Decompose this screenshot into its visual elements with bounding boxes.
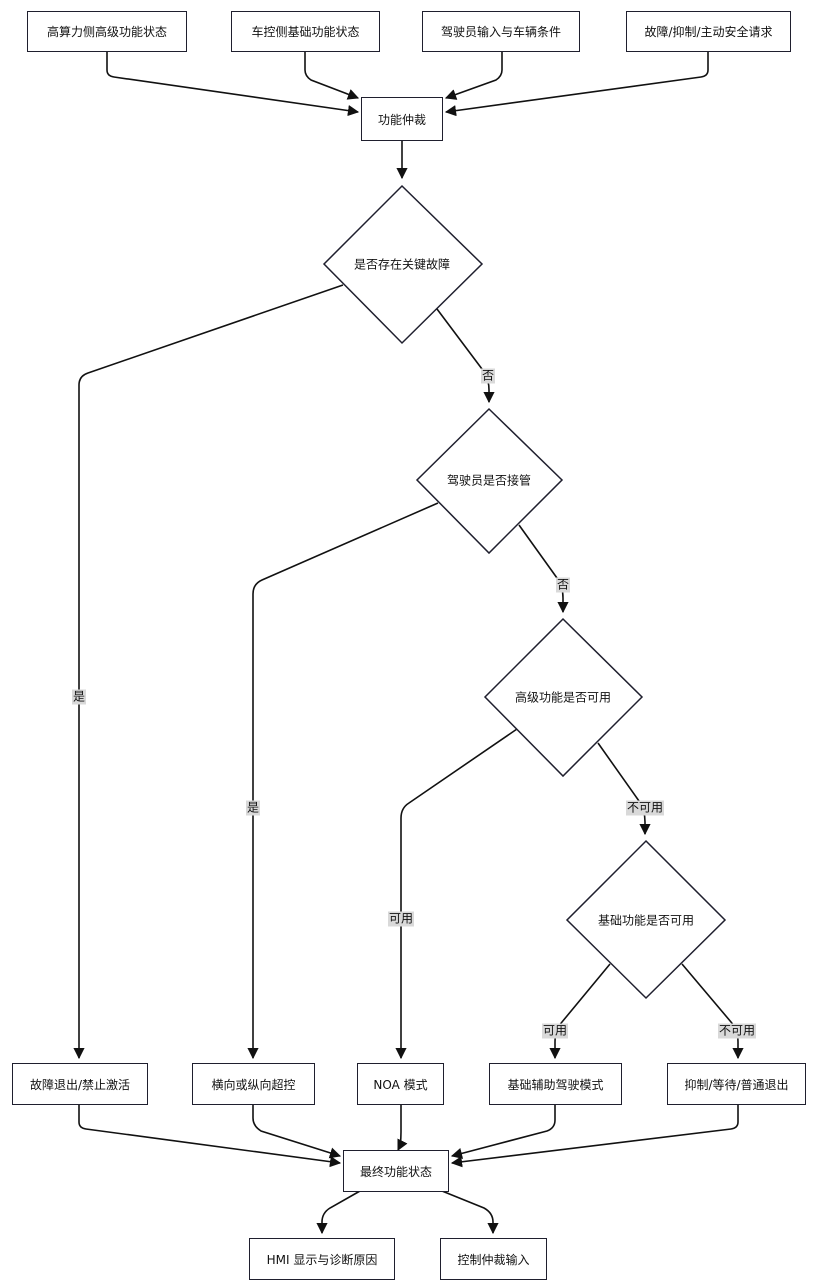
edge-d1-yes bbox=[73, 284, 344, 1060]
input-fault-suppress-safety[interactable]: 故障/抑制/主动安全请求 bbox=[626, 11, 791, 52]
edge-driver-to-arbitration bbox=[444, 52, 503, 100]
decision-advanced-available-label: 高级功能是否可用 bbox=[514, 690, 612, 705]
edge-label-no-critical-fault: 否 bbox=[480, 368, 496, 384]
outcome-fault-exit-label: 故障退出/禁止激活 bbox=[29, 1077, 131, 1092]
edge-d3-unavailable bbox=[597, 742, 651, 836]
edge-suppress-to-final bbox=[450, 1105, 739, 1168]
decision-driver-takeover-label: 驾驶员是否接管 bbox=[446, 473, 532, 488]
outcome-suppress-exit[interactable]: 抑制/等待/普通退出 bbox=[667, 1063, 806, 1105]
output-hmi-diagnosis[interactable]: HMI 显示与诊断原因 bbox=[249, 1238, 395, 1280]
decision-diamond-critical-fault bbox=[322, 184, 484, 345]
edge-d4-available bbox=[549, 963, 611, 1060]
outcome-noa-mode-label: NOA 模式 bbox=[373, 1077, 428, 1092]
input-hpc-advanced-status[interactable]: 高算力侧高级功能状态 bbox=[27, 11, 187, 52]
edge-d2-no bbox=[518, 524, 569, 614]
input-vcu-basic-status[interactable]: 车控侧基础功能状态 bbox=[231, 11, 380, 52]
output-control-arbitration-input[interactable]: 控制仲裁输入 bbox=[440, 1238, 547, 1280]
edge-basic-to-final bbox=[450, 1105, 556, 1159]
edge-fault-to-arbitration bbox=[444, 52, 709, 117]
edge-final-to-control bbox=[441, 1190, 499, 1235]
function-arbitration-box[interactable]: 功能仲裁 bbox=[361, 97, 443, 141]
final-function-state-box[interactable]: 最终功能状态 bbox=[343, 1150, 449, 1192]
input-fault-suppress-safety-label: 故障/抑制/主动安全请求 bbox=[644, 25, 773, 39]
edge-label-no-takeover: 否 bbox=[555, 577, 571, 593]
input-driver-vehicle-conditions-label: 驾驶员输入与车辆条件 bbox=[440, 25, 561, 39]
decision-diamond-basic-available bbox=[565, 839, 727, 1000]
decision-diamond-driver-takeover bbox=[415, 407, 564, 555]
outcome-basic-assist-label: 基础辅助驾驶模式 bbox=[507, 1077, 604, 1092]
outcome-suppress-exit-label: 抑制/等待/普通退出 bbox=[684, 1077, 789, 1092]
outcome-noa-mode[interactable]: NOA 模式 bbox=[357, 1063, 444, 1105]
edge-final-to-hmi bbox=[316, 1190, 361, 1235]
decision-diamond-advanced-available bbox=[483, 617, 644, 778]
edge-override-to-final bbox=[252, 1105, 342, 1159]
outcome-override[interactable]: 横向或纵向超控 bbox=[192, 1063, 315, 1105]
decision-critical-fault-label: 是否存在关键故障 bbox=[353, 257, 451, 272]
output-hmi-diagnosis-label: HMI 显示与诊断原因 bbox=[266, 1252, 378, 1267]
outcome-basic-assist[interactable]: 基础辅助驾驶模式 bbox=[489, 1063, 622, 1105]
edge-hpc-to-arbitration bbox=[106, 52, 360, 117]
input-vcu-basic-status-label: 车控侧基础功能状态 bbox=[251, 25, 360, 39]
output-control-arbitration-input-label: 控制仲裁输入 bbox=[457, 1252, 530, 1267]
edge-d1-no bbox=[436, 308, 495, 404]
edge-label-basic-available: 可用 bbox=[541, 1023, 569, 1039]
function-arbitration-label: 功能仲裁 bbox=[377, 112, 426, 127]
edge-noa-to-final bbox=[397, 1105, 408, 1152]
edge-label-advanced-available: 可用 bbox=[387, 911, 415, 927]
edge-vcu-to-arbitration bbox=[304, 52, 360, 100]
edge-d3-available bbox=[395, 728, 518, 1060]
edge-label-yes-takeover: 是 bbox=[245, 800, 261, 816]
edge-label-advanced-unavailable: 不可用 bbox=[625, 800, 665, 816]
edge-d2-yes bbox=[247, 502, 439, 1060]
input-hpc-advanced-status-label: 高算力侧高级功能状态 bbox=[46, 25, 167, 39]
decision-basic-available-label: 基础功能是否可用 bbox=[597, 913, 695, 928]
edge-label-basic-unavailable: 不可用 bbox=[717, 1023, 757, 1039]
edge-label-yes-critical-fault: 是 bbox=[71, 689, 87, 705]
edge-d4-unavailable bbox=[681, 963, 744, 1060]
outcome-override-label: 横向或纵向超控 bbox=[211, 1077, 296, 1092]
input-driver-vehicle-conditions[interactable]: 驾驶员输入与车辆条件 bbox=[422, 11, 580, 52]
final-function-state-label: 最终功能状态 bbox=[359, 1164, 432, 1179]
outcome-fault-exit[interactable]: 故障退出/禁止激活 bbox=[12, 1063, 148, 1105]
edge-fault-exit-to-final bbox=[78, 1105, 342, 1168]
